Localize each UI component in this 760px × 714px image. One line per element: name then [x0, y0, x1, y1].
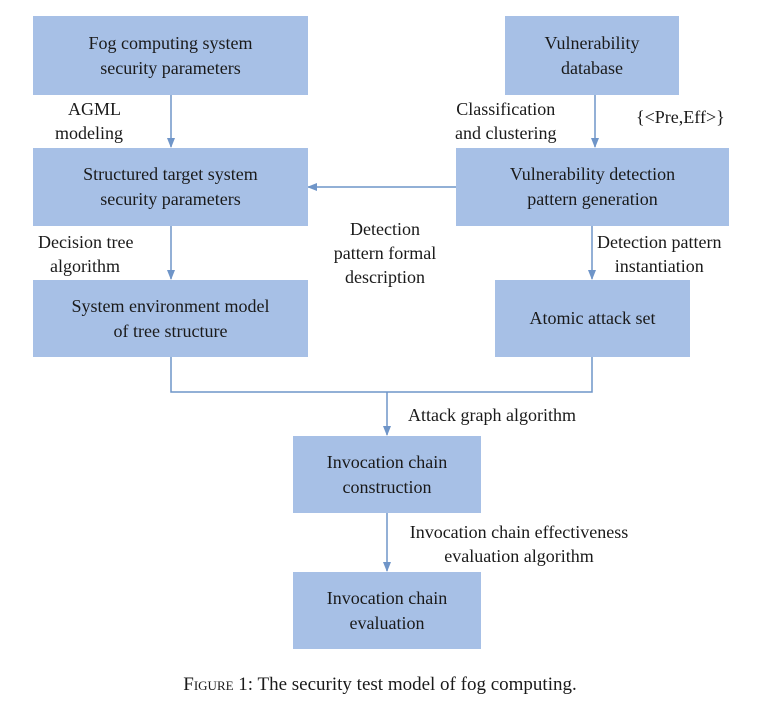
label-detection-pattern-instantiation: Detection pattern instantiation	[597, 230, 721, 278]
box-structured-target-params: Structured target system security parame…	[33, 148, 308, 226]
label-line: algorithm	[50, 256, 120, 276]
label-detection-pattern-formal-description: Detection pattern formal description	[310, 217, 460, 289]
label-line: AGML	[68, 99, 121, 119]
label-line: Detection	[350, 219, 420, 239]
label-line: Invocation chain effectiveness	[409, 522, 629, 542]
label-effectiveness-evaluation: Invocation chain effectiveness evaluatio…	[390, 520, 648, 568]
box-invocation-chain-evaluation: Invocation chain evaluation	[293, 572, 481, 649]
box-invocation-chain-construction: Invocation chain construction	[293, 436, 481, 513]
label-line: {<Pre,Eff>}	[636, 107, 725, 127]
box-line: database	[561, 57, 623, 78]
box-line: evaluation	[349, 612, 425, 633]
caption-text: The security test model of fog computing…	[253, 674, 577, 695]
box-line: security parameters	[100, 189, 241, 209]
box-vulnerability-pattern-generation: Vulnerability detection pattern generati…	[456, 148, 729, 226]
box-atomic-attack-set: Atomic attack set	[495, 280, 690, 357]
label-line: Attack graph algorithm	[408, 405, 576, 425]
label-decision-tree: Decision tree algorithm	[38, 230, 133, 278]
label-attack-graph-algorithm: Attack graph algorithm	[408, 403, 576, 427]
label-line: evaluation algorithm	[444, 546, 594, 566]
label-agml-modeling: AGML modeling	[55, 97, 123, 145]
label-line: modeling	[55, 123, 123, 143]
box-line: Structured target system	[83, 164, 258, 184]
label-line: Decision tree	[38, 232, 134, 252]
box-line: pattern generation	[527, 189, 658, 209]
box-fog-computing-params: Fog computing system security parameters	[33, 16, 308, 95]
merge-line	[170, 357, 593, 393]
box-line: Atomic attack set	[529, 308, 656, 328]
box-line: of tree structure	[113, 320, 228, 341]
box-vulnerability-database: Vulnerability database	[505, 16, 679, 95]
label-line: Classification	[456, 99, 556, 119]
box-line: construction	[342, 476, 432, 497]
label-line: and clustering	[455, 123, 557, 143]
box-line: Fog computing system	[88, 32, 253, 53]
label-line: Detection pattern	[597, 232, 722, 252]
figure-caption: Figure 1: The security test model of fog…	[0, 672, 760, 698]
box-line: security parameters	[100, 57, 241, 78]
label-line: pattern formal	[333, 243, 437, 263]
box-line: Invocation chain	[326, 587, 448, 608]
box-line: Vulnerability	[544, 32, 640, 53]
caption-figure-number: Figure 1:	[183, 674, 254, 695]
label-classification-clustering: Classification and clustering	[455, 97, 556, 145]
label-pre-eff: {<Pre,Eff>}	[636, 105, 725, 129]
box-line: System environment model	[71, 295, 270, 316]
label-line: description	[345, 267, 425, 287]
box-line: Vulnerability detection	[509, 164, 676, 184]
label-line: instantiation	[614, 256, 704, 276]
box-system-environment-model: System environment model of tree structu…	[33, 280, 308, 357]
box-line: Invocation chain	[326, 451, 448, 472]
